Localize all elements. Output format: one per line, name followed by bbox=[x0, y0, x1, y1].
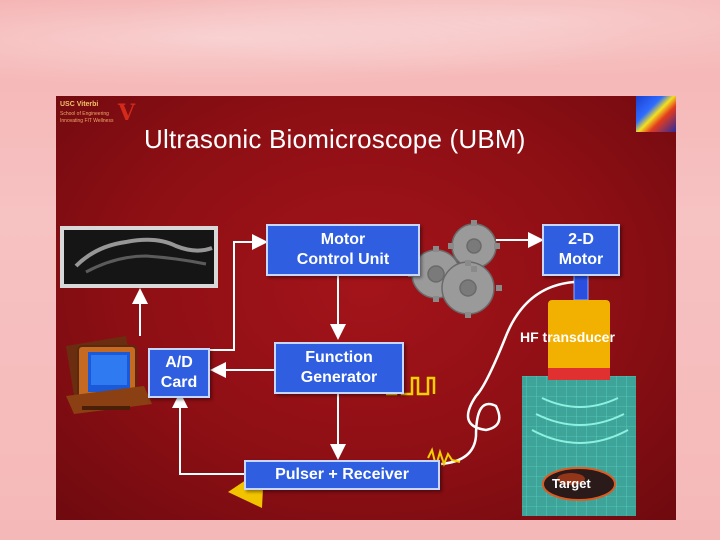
logo: USC Viterbi School of Engineering Innova… bbox=[58, 98, 148, 130]
gear-icon bbox=[408, 220, 502, 318]
logo-line-1: USC Viterbi bbox=[60, 101, 99, 108]
hf-transducer-icon bbox=[548, 271, 610, 380]
hf-transducer-label: HF transducer bbox=[520, 329, 615, 345]
function-gen-line-2: Generator bbox=[300, 369, 378, 386]
target-label: Target bbox=[552, 476, 591, 491]
motor-2d-line-2: Motor bbox=[558, 251, 604, 268]
slide-title: Ultrasonic Biomicroscope (UBM) bbox=[144, 124, 526, 154]
ultrasound-scan-image bbox=[60, 226, 218, 288]
block-motor-control-unit: Motor Control Unit bbox=[266, 224, 420, 276]
function-gen-line-1: Function bbox=[305, 349, 373, 366]
slide: USC Viterbi School of Engineering Innova… bbox=[56, 96, 676, 520]
computer-icon bbox=[66, 336, 152, 414]
logo-line-3: Innovating FIT Wellness bbox=[60, 118, 114, 124]
block-pulser-receiver: Pulser + Receiver bbox=[244, 460, 440, 490]
corner-image bbox=[636, 96, 676, 132]
logo-line-2: School of Engineering bbox=[60, 111, 109, 117]
logo-mark: V bbox=[118, 100, 136, 126]
block-function-generator: Function Generator bbox=[274, 342, 404, 394]
motor-control-line-1: Motor bbox=[320, 231, 366, 248]
background-swirl bbox=[0, 0, 720, 95]
ad-card-line-2: Card bbox=[160, 374, 198, 391]
motor-control-line-2: Control Unit bbox=[296, 251, 390, 268]
water-tank bbox=[522, 376, 636, 516]
diagram-graphics: HF transducer Target bbox=[60, 220, 636, 516]
block-2d-motor: 2-D Motor bbox=[542, 224, 620, 276]
ad-card-line-1: A/D bbox=[165, 354, 193, 371]
echo-waveform bbox=[427, 447, 461, 470]
block-ad-card: A/D Card bbox=[148, 348, 210, 398]
pulser-label: Pulser + Receiver bbox=[275, 466, 409, 483]
transducer-cable bbox=[440, 280, 575, 466]
motor-2d-line-1: 2-D bbox=[568, 231, 594, 248]
